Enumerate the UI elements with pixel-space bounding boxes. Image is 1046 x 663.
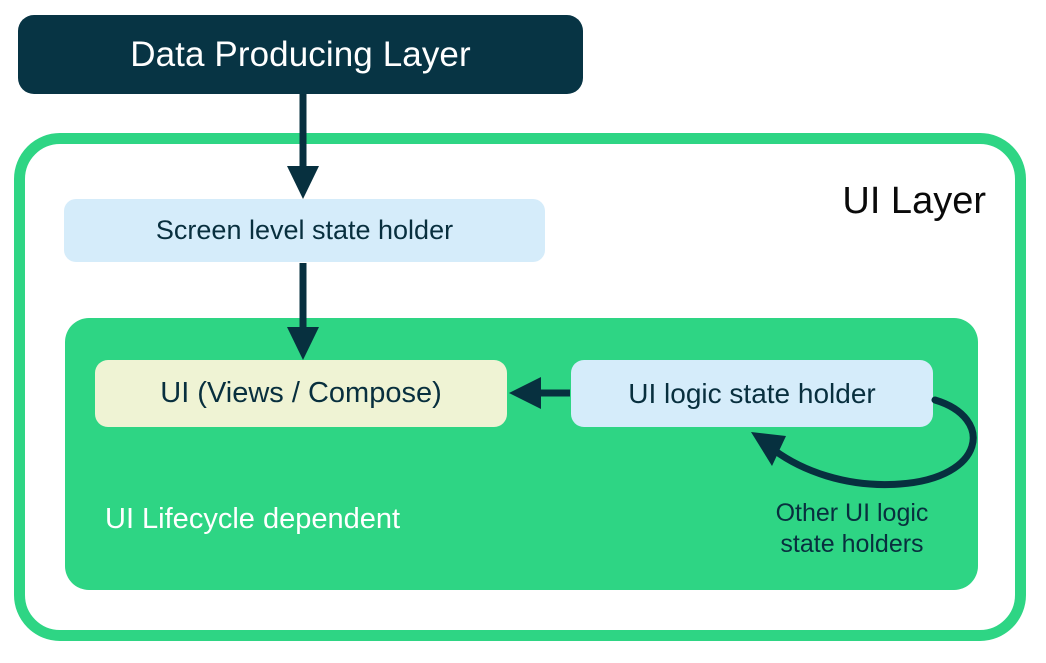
ui-views-compose-node: UI (Views / Compose) xyxy=(95,360,507,427)
ui-lifecycle-dependent-label: UI Lifecycle dependent xyxy=(105,503,401,535)
ui-logic-state-holder-node: UI logic state holder xyxy=(571,360,933,427)
other-ui-logic-state-holders-label: Other UI logic state holders xyxy=(752,498,952,560)
screen-level-state-holder-label: Screen level state holder xyxy=(155,215,454,245)
data-producing-layer-label: Data Producing Layer xyxy=(130,35,471,74)
ui-logic-state-holder-label: UI logic state holder xyxy=(628,377,876,409)
other-ui-logic-state-holders-line-2: state holders xyxy=(780,530,924,558)
ui-layer-frame xyxy=(14,133,1026,641)
other-ui-logic-state-holders-line-1: Other UI logic xyxy=(775,499,929,527)
data-producing-layer-node: Data Producing Layer xyxy=(18,15,583,94)
screen-level-state-holder-node: Screen level state holder xyxy=(64,199,545,262)
ui-views-compose-label: UI (Views / Compose) xyxy=(160,377,442,409)
ui-layer-title: UI Layer xyxy=(842,180,986,222)
